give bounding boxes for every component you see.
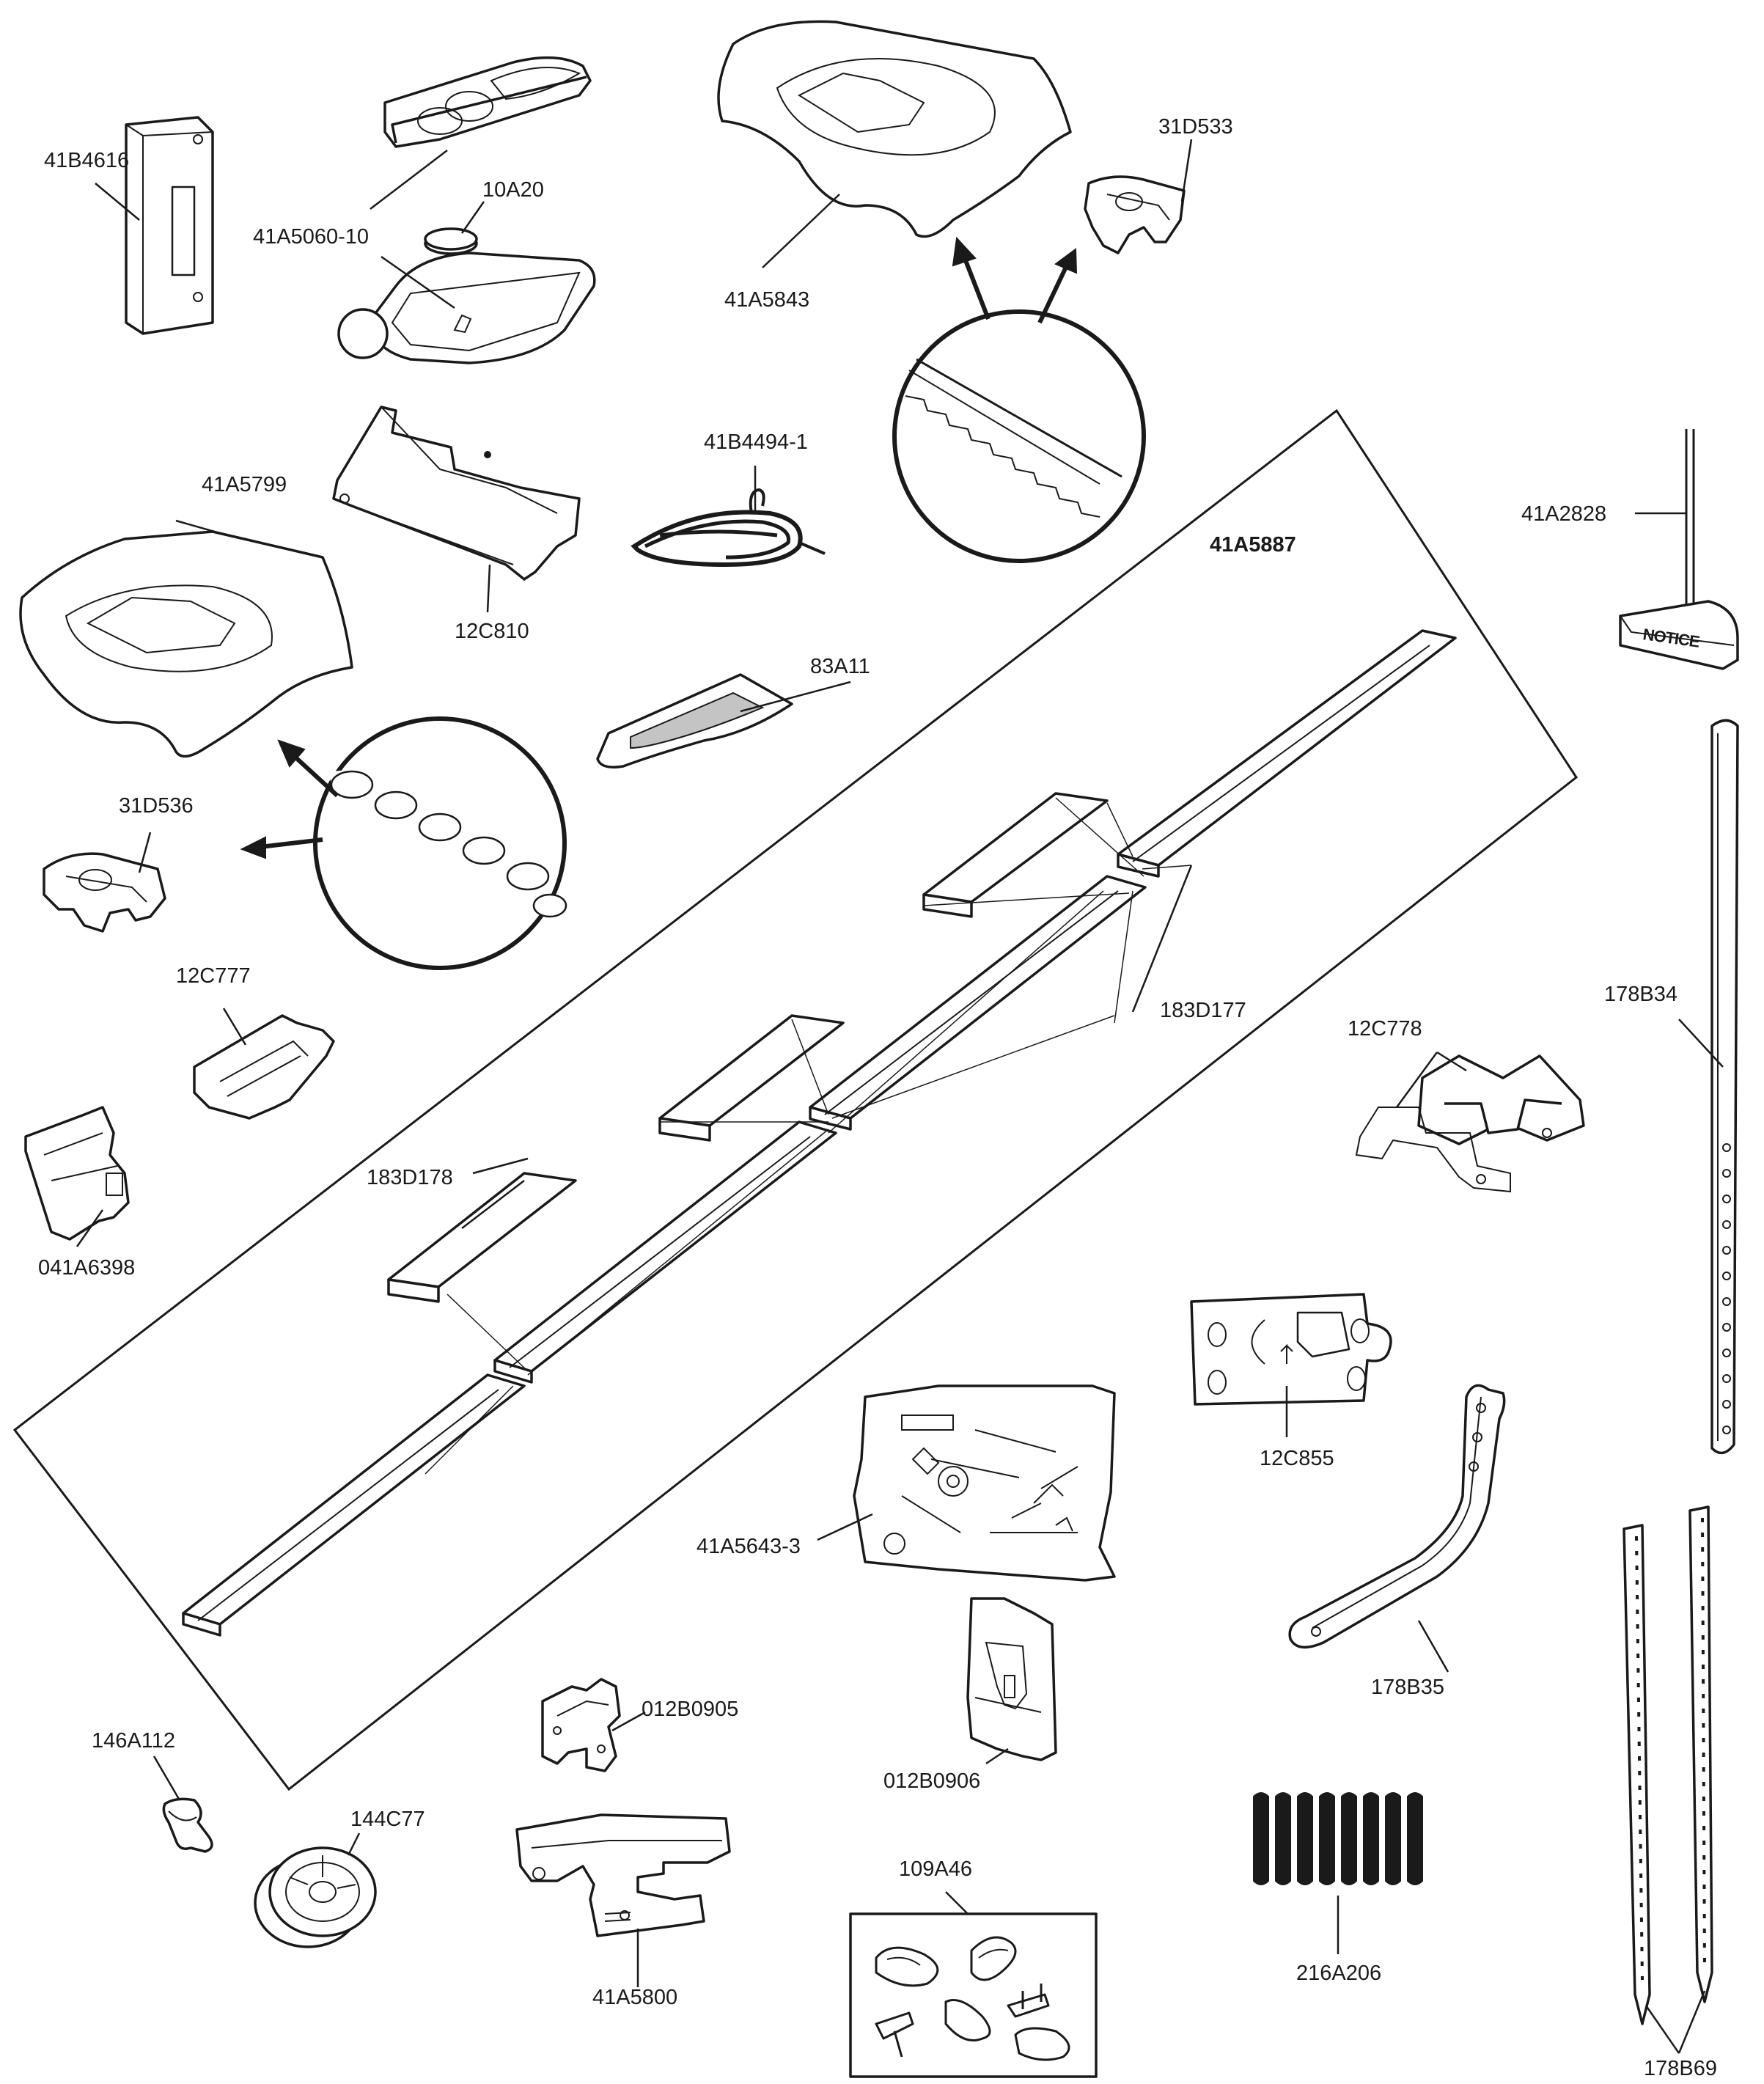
- rail-kit-frame: [12, 408, 1579, 1791]
- arm-178B69-part: [1622, 1505, 1713, 2025]
- label-178B35: 178B35: [1371, 1676, 1444, 1699]
- wall-button-part: [125, 116, 214, 335]
- arm-178B69-holes: [1635, 1517, 1706, 1981]
- leader-lines: [76, 139, 1724, 2054]
- rail-section-long-2: [809, 875, 1147, 1131]
- rail-connector-2: [658, 1014, 845, 1142]
- rail-connector-3: [387, 1172, 577, 1303]
- label-183D178: 183D178: [367, 1166, 453, 1189]
- label-41A5800: 41A5800: [592, 1986, 677, 2009]
- rail-section-long-1: [1117, 629, 1457, 878]
- hardware-bag-contents: [883, 1415, 1078, 1555]
- label-109A46: 109A46: [899, 1857, 972, 1881]
- arm-178B34-part: [1710, 719, 1739, 1455]
- trolley-41A5800-part: [515, 1813, 731, 1937]
- label-183D177: 183D177: [1160, 999, 1246, 1022]
- link-kit-contents: [875, 1936, 1070, 2061]
- door-bracket-12C855-part: [1190, 1293, 1392, 1406]
- label-178B34: 178B34: [1604, 983, 1677, 1006]
- belt-package-part: [717, 20, 1072, 238]
- arm-178B35-part: [1288, 1384, 1506, 1649]
- grease-packet-part: [596, 673, 793, 768]
- label-012B0905: 012B0905: [642, 1698, 738, 1721]
- rail-leader-lines: [425, 797, 1192, 1475]
- label-12C855: 12C855: [1260, 1447, 1334, 1470]
- label-41A5060-10: 41A5060-10: [253, 225, 369, 249]
- rail-connector-1: [922, 792, 1109, 918]
- label-146A112: 146A112: [92, 1729, 175, 1753]
- label-41A5643-3: 41A5643-3: [697, 1535, 801, 1558]
- label-83A11: 83A11: [810, 655, 870, 678]
- bracket-12C778-part: [1355, 1054, 1585, 1193]
- label-12C777: 12C777: [176, 964, 251, 988]
- label-41B4494-1: 41B4494-1: [704, 430, 808, 454]
- link-kit-109A46-part: [849, 1912, 1098, 2078]
- chain-arrows: [240, 739, 339, 859]
- chain-package-part: [19, 530, 353, 758]
- carriage-31D536-part: [43, 852, 166, 933]
- label-041A6398: 041A6398: [38, 1256, 135, 1280]
- belt-magnifier: [892, 309, 1146, 563]
- pin-146A112-part: [162, 1797, 213, 1853]
- label-10A20: 10A20: [482, 178, 544, 202]
- spring-216A206-part: [1253, 1792, 1423, 1885]
- bracket-012B0905-part: [541, 1678, 621, 1772]
- release-rope-part: NOTICE: [1619, 429, 1739, 670]
- plate-12C777-part: [193, 1014, 335, 1120]
- label-41A5887: 41A5887: [1210, 533, 1296, 557]
- hardware-bag-part: [853, 1384, 1116, 1582]
- part-labels: 41B4616 41A5060-10 10A20 41A5843 31D533 …: [38, 115, 1717, 2080]
- label-012B0906: 012B0906: [883, 1769, 980, 1793]
- label-12C810: 12C810: [455, 620, 529, 643]
- bracket-012B0906-part: [966, 1597, 1057, 1761]
- label-144C77: 144C77: [350, 1808, 425, 1831]
- label-41A5799: 41A5799: [202, 473, 287, 496]
- label-41B4616: 41B4616: [44, 149, 129, 172]
- belt-arrows: [952, 236, 1078, 324]
- label-178B69: 178B69: [1644, 2057, 1717, 2080]
- remote-part: [383, 56, 592, 148]
- bracket-12C810-part: [332, 406, 581, 581]
- pulley-144C77-part: [254, 1846, 377, 1948]
- wire-coil-part: [631, 488, 826, 568]
- bracket-041A6398-part: [24, 1106, 130, 1241]
- label-31D536: 31D536: [119, 794, 194, 818]
- arm-178B34-holes: [1722, 1143, 1731, 1434]
- label-216A206: 216A206: [1296, 1962, 1381, 1985]
- rail-section-long-3: [493, 1120, 837, 1384]
- label-41A2828: 41A2828: [1521, 502, 1606, 526]
- rail-section-long-4: [182, 1373, 526, 1637]
- battery-part: [424, 227, 478, 255]
- remote-case-part: [337, 252, 596, 364]
- chain-links: [330, 770, 567, 918]
- label-12C778: 12C778: [1348, 1017, 1422, 1041]
- chain-magnifier: [313, 716, 567, 970]
- label-41A5843: 41A5843: [724, 288, 809, 312]
- carriage-31D533-part: [1084, 175, 1186, 254]
- label-31D533: 31D533: [1158, 115, 1233, 139]
